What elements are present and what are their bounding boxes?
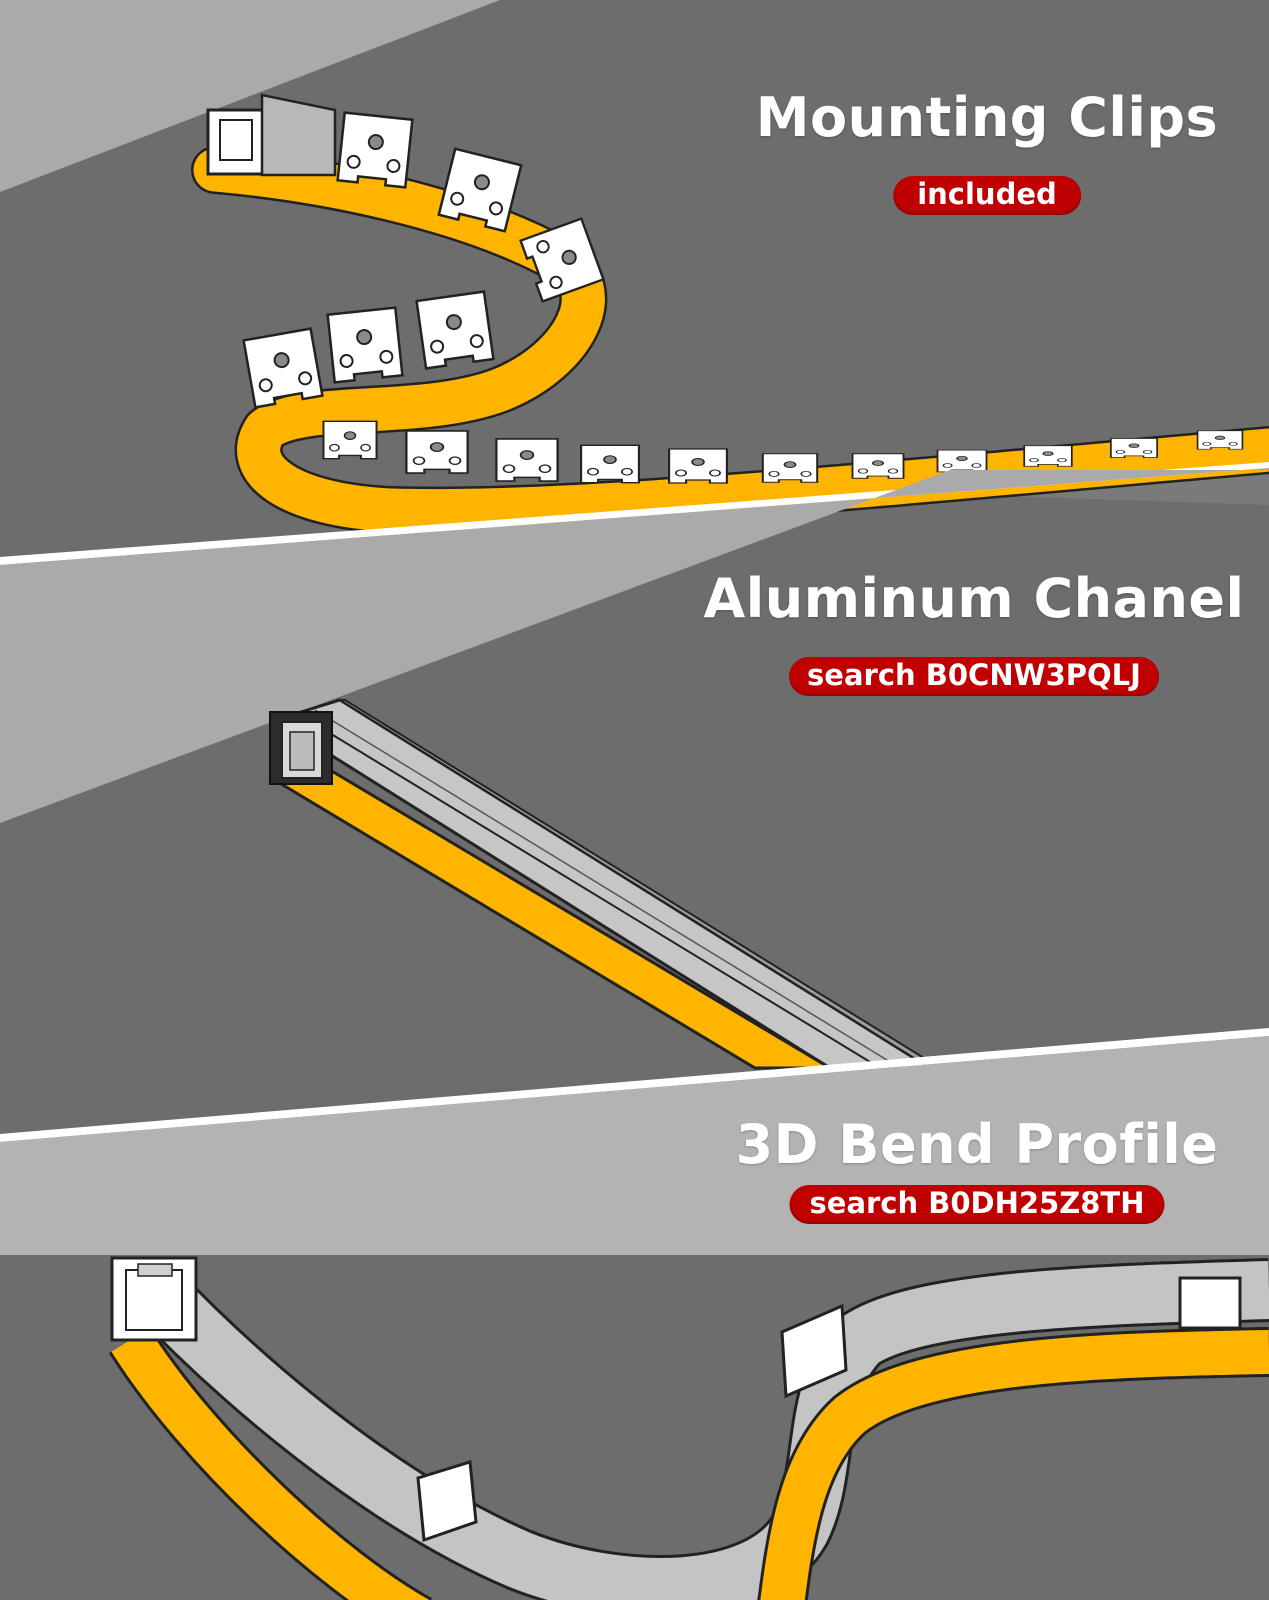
aluminum-channel-illustration [269,698,944,1070]
mounting-clips-title: Mounting Clips [755,86,1219,149]
aluminum-channel-search-badge: search B0CNW3PQLJ [789,657,1159,696]
bend-profile-illustration [108,1256,1269,1600]
section1-background [0,0,1269,505]
aluminum-channel-title: Aluminum Chanel [703,567,1245,630]
bend-profile-search-badge: search B0DH25Z8TH [789,1185,1165,1224]
bend-profile-title: 3D Bend Profile [735,1113,1219,1176]
mounting-clips-illustration [191,93,1269,535]
divider-line-2 [0,1028,1269,1142]
section2-background [0,468,1269,823]
included-badge: included [893,176,1081,215]
